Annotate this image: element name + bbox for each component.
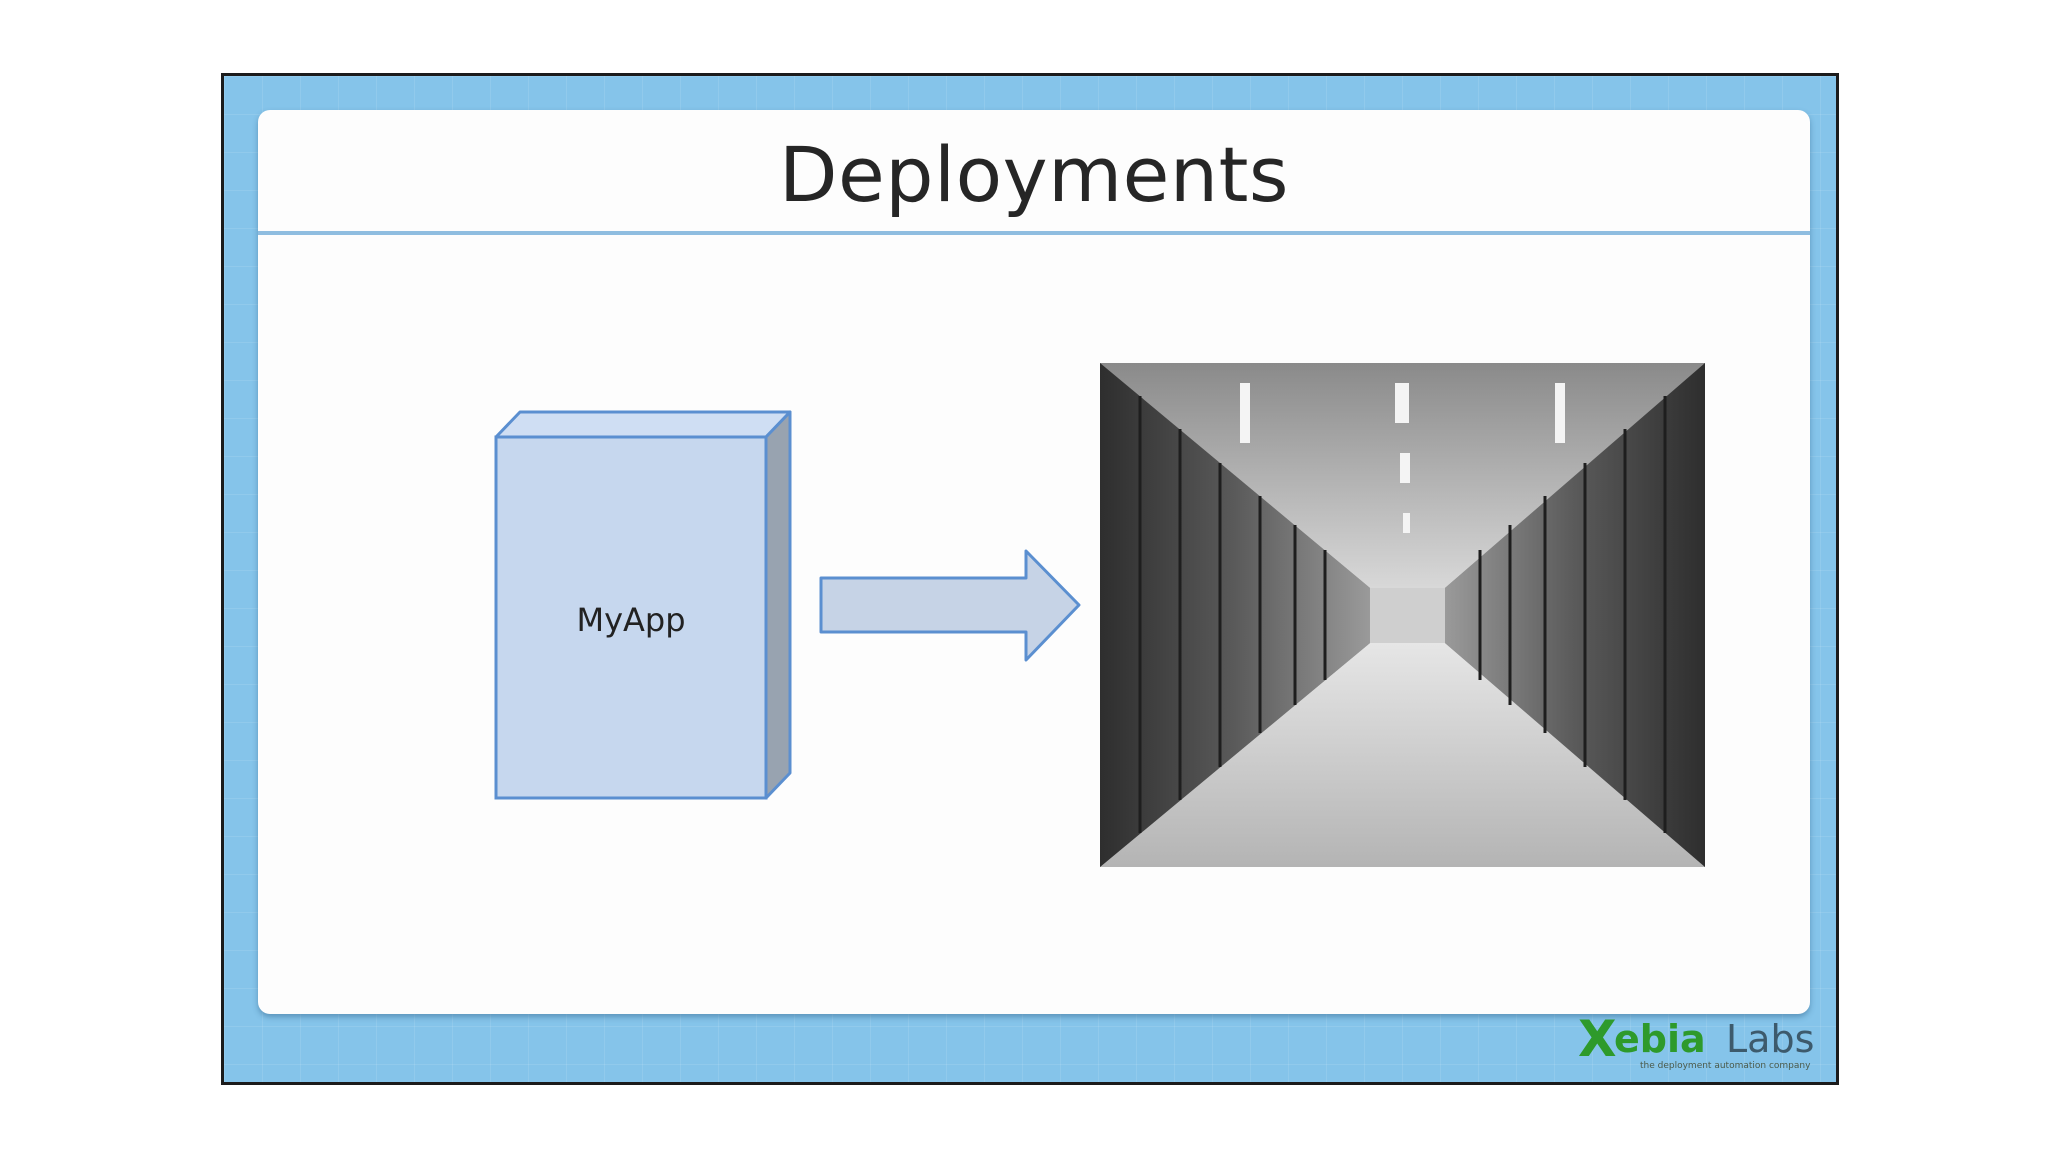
myapp-box: MyApp <box>494 410 792 800</box>
myapp-box-label: MyApp <box>576 601 685 639</box>
xebialabs-logo: X ebia Labs the deployment automation co… <box>1578 1010 1828 1074</box>
photo-far-wall <box>1370 588 1445 643</box>
deploy-arrow <box>819 549 1081 662</box>
photo-rack-lines <box>1138 396 1667 833</box>
photo-right-racks <box>1445 363 1705 867</box>
photo-left-racks <box>1100 363 1370 867</box>
myapp-box-top-face <box>494 410 792 439</box>
deployment-diagram: MyApp <box>494 410 1081 800</box>
slide-card: Deployments MyApp <box>258 110 1810 1014</box>
logo-brand-gray: Labs <box>1726 1017 1815 1061</box>
slide-title: Deployments <box>779 130 1289 219</box>
server-room-photo <box>1100 363 1705 867</box>
photo-floor <box>1100 643 1705 867</box>
logo-brand-green: ebia <box>1614 1017 1706 1061</box>
myapp-box-side-face <box>764 410 792 800</box>
title-area: Deployments <box>258 110 1810 231</box>
myapp-box-front-face <box>494 435 768 800</box>
slide-frame: Deployments MyApp <box>221 73 1839 1085</box>
logo-x-mark: X <box>1578 1010 1617 1068</box>
title-divider <box>258 231 1810 235</box>
photo-ceiling-lights <box>1240 383 1565 533</box>
logo-tagline: the deployment automation company <box>1640 1061 1811 1071</box>
